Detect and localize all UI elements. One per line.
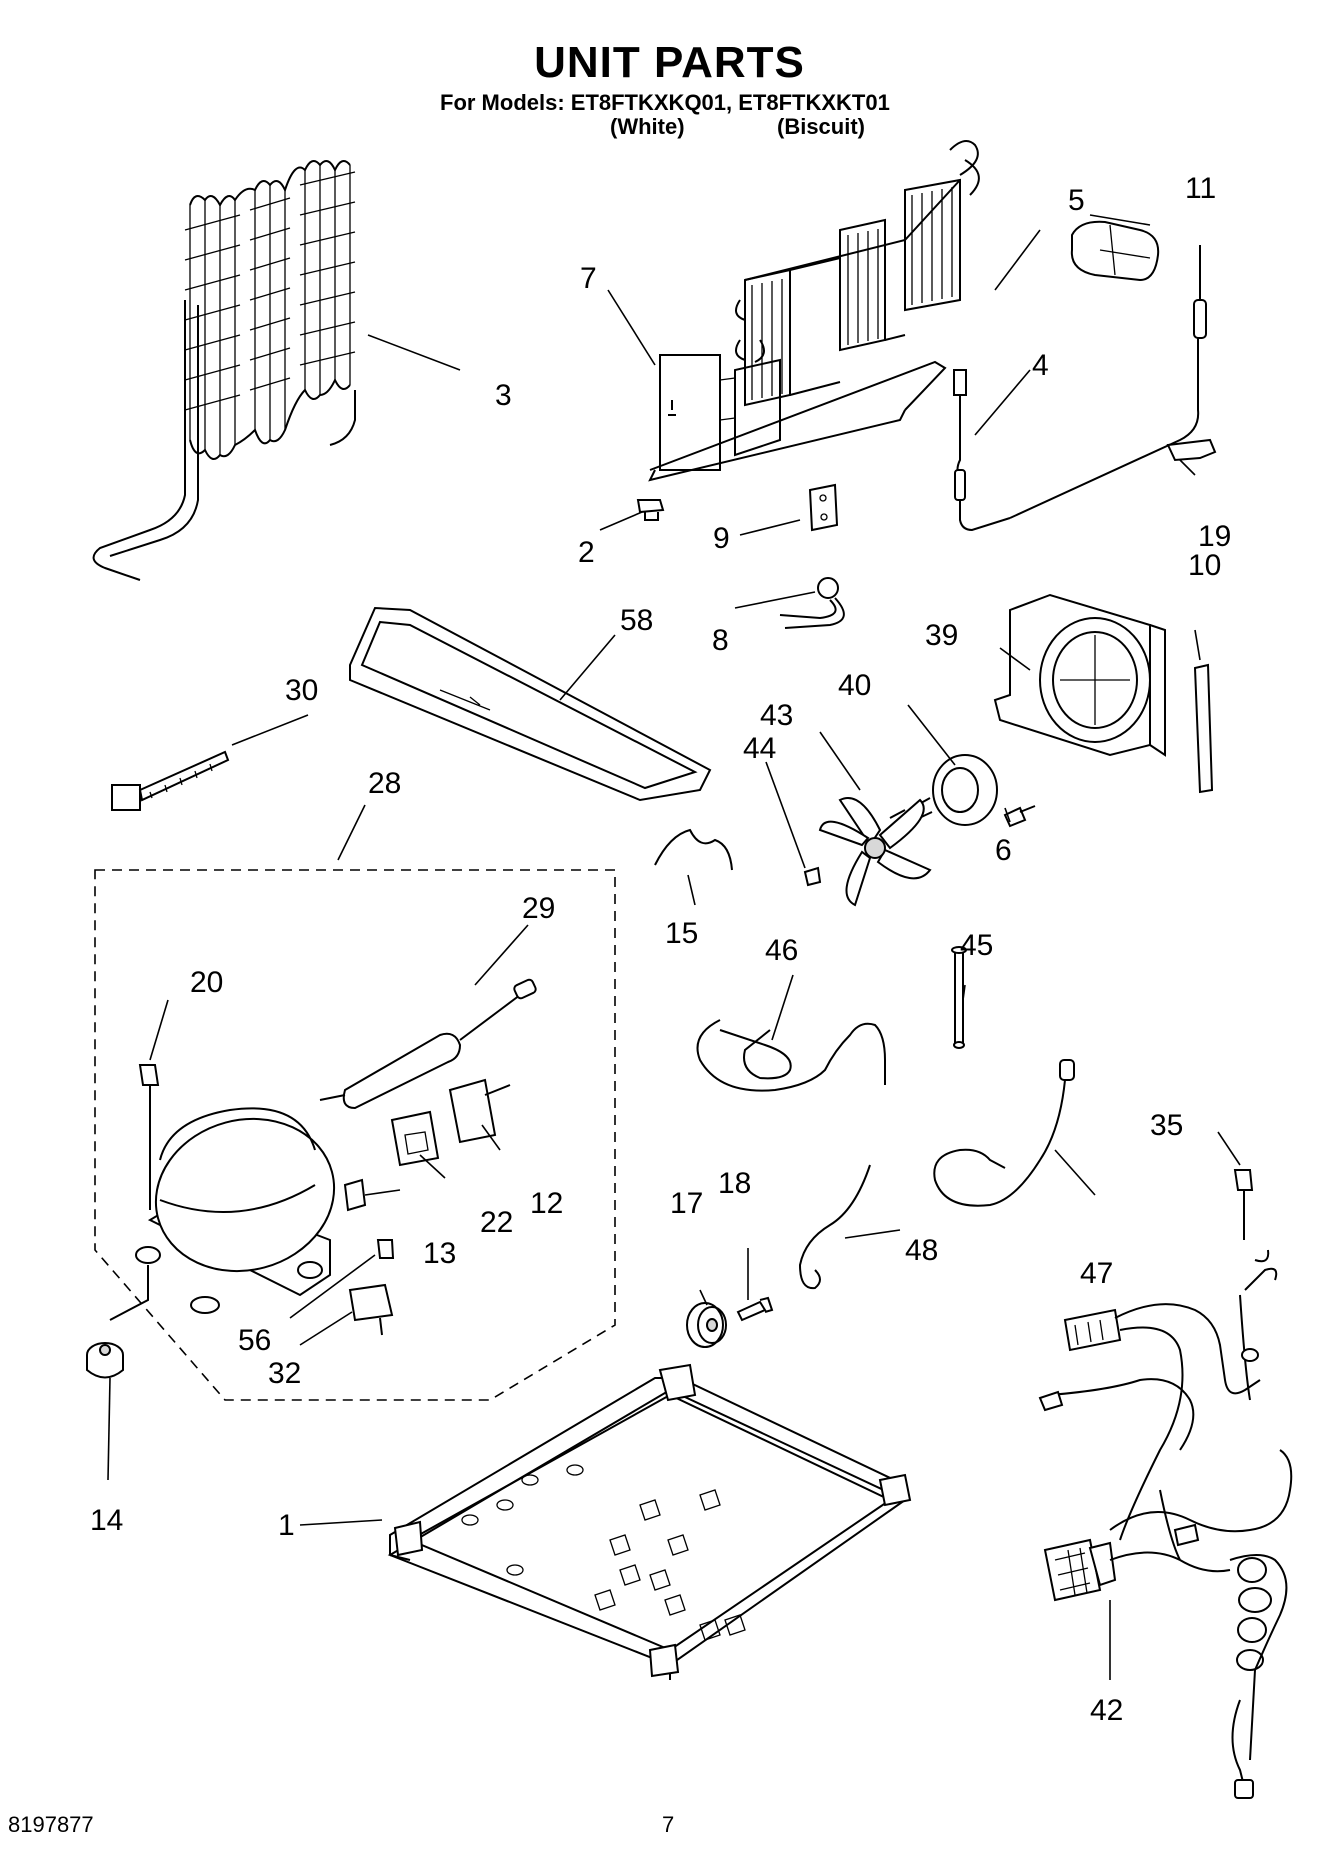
- part-6-screw: [1003, 805, 1036, 828]
- color-biscuit-label: (Biscuit): [777, 114, 865, 139]
- part-42-harness: [1038, 1249, 1293, 1799]
- doc-number: 8197877: [8, 1812, 94, 1837]
- color-white-label: (White): [610, 114, 685, 139]
- callout-22: 22: [480, 1206, 513, 1239]
- callout-14: 14: [90, 1504, 123, 1537]
- callout-35: 35: [1150, 1109, 1183, 1142]
- callout-39: 39: [925, 619, 958, 652]
- callout-2: 2: [578, 536, 595, 569]
- part-4-sensor: [953, 245, 1207, 532]
- callout-10: 10: [1188, 549, 1221, 582]
- part-30-tie: [111, 750, 230, 811]
- part-18-bolt: [736, 1296, 774, 1322]
- callout-17: 17: [670, 1187, 703, 1220]
- callout-28: 28: [368, 767, 401, 800]
- part-39-fan-shroud: [993, 593, 1166, 757]
- callout-32: 32: [268, 1357, 301, 1390]
- callout-1: 1: [278, 1509, 295, 1542]
- callout-13: 13: [423, 1237, 456, 1270]
- part-32-capacitor: [348, 1283, 394, 1336]
- callout-56: 56: [238, 1324, 271, 1357]
- part-1-base-frame: [387, 1363, 912, 1680]
- callout-15: 15: [665, 917, 698, 950]
- callout-42: 42: [1090, 1694, 1123, 1727]
- part-28-kit-boundary: [94, 869, 616, 1401]
- part-15-spring-clip: [654, 828, 733, 871]
- part-22-overload: [390, 1110, 440, 1167]
- part-40-fan-motor: [889, 754, 998, 826]
- part-19-clip: [1166, 438, 1217, 462]
- part-58-drain-tray: [349, 606, 712, 802]
- callout-numbers: 3 7 5 11 4 19 2 9 8 10 39 40 43 44 6 58 …: [90, 172, 1231, 1727]
- part-20-screw: [138, 1064, 160, 1210]
- callout-44: 44: [743, 732, 776, 765]
- callout-8: 8: [712, 624, 729, 657]
- callout-40: 40: [838, 669, 871, 702]
- part-46-tube: [696, 1019, 886, 1092]
- part-10-strip: [1193, 663, 1214, 794]
- page-title: UNIT PARTS: [534, 38, 805, 87]
- part-44-clip: [803, 866, 822, 887]
- callout-12: 12: [530, 1187, 563, 1220]
- callout-5: 5: [1068, 184, 1085, 217]
- callout-48: 48: [905, 1234, 938, 1267]
- leader-lines: [107, 214, 1241, 1680]
- part-47-tube: [933, 1079, 1066, 1207]
- callout-19: 19: [1198, 520, 1231, 553]
- callout-9: 9: [713, 522, 730, 555]
- callout-18: 18: [718, 1167, 751, 1200]
- part-11-cap: [1070, 220, 1160, 282]
- callout-11: 11: [1185, 172, 1216, 205]
- part-14-grommet: [86, 1342, 124, 1379]
- part-2-screw: [636, 499, 665, 521]
- callout-30: 30: [285, 674, 318, 707]
- models-line: For Models: ET8FTKXKQ01, ET8FTKXKT01: [440, 90, 890, 115]
- callout-58: 58: [620, 604, 653, 637]
- part-13-connector: [343, 1178, 367, 1212]
- part-17-grommet: [686, 1302, 727, 1348]
- part-condenser-coil: [92, 160, 356, 581]
- part-8-plug: [779, 577, 845, 629]
- callout-29: 29: [522, 892, 555, 925]
- callout-4: 4: [1032, 349, 1049, 382]
- callout-43: 43: [760, 699, 793, 732]
- part-29-drier: [319, 978, 537, 1110]
- part-evaporator: [648, 140, 980, 482]
- callout-47: 47: [1080, 1257, 1113, 1290]
- part-35-screw: [1233, 1169, 1254, 1240]
- part-9-bracket: [808, 483, 839, 532]
- callout-45: 45: [960, 929, 993, 962]
- page-number: 7: [662, 1812, 675, 1837]
- callout-20: 20: [190, 966, 223, 999]
- part-compressor: [109, 1107, 336, 1321]
- part-56-screw: [376, 1239, 395, 1259]
- callout-3: 3: [495, 379, 512, 412]
- part-43-fan-blade: [818, 797, 932, 907]
- callout-7: 7: [580, 262, 597, 295]
- callout-6: 6: [995, 834, 1012, 867]
- callout-46: 46: [765, 934, 798, 967]
- part-48-tube: [798, 1164, 871, 1290]
